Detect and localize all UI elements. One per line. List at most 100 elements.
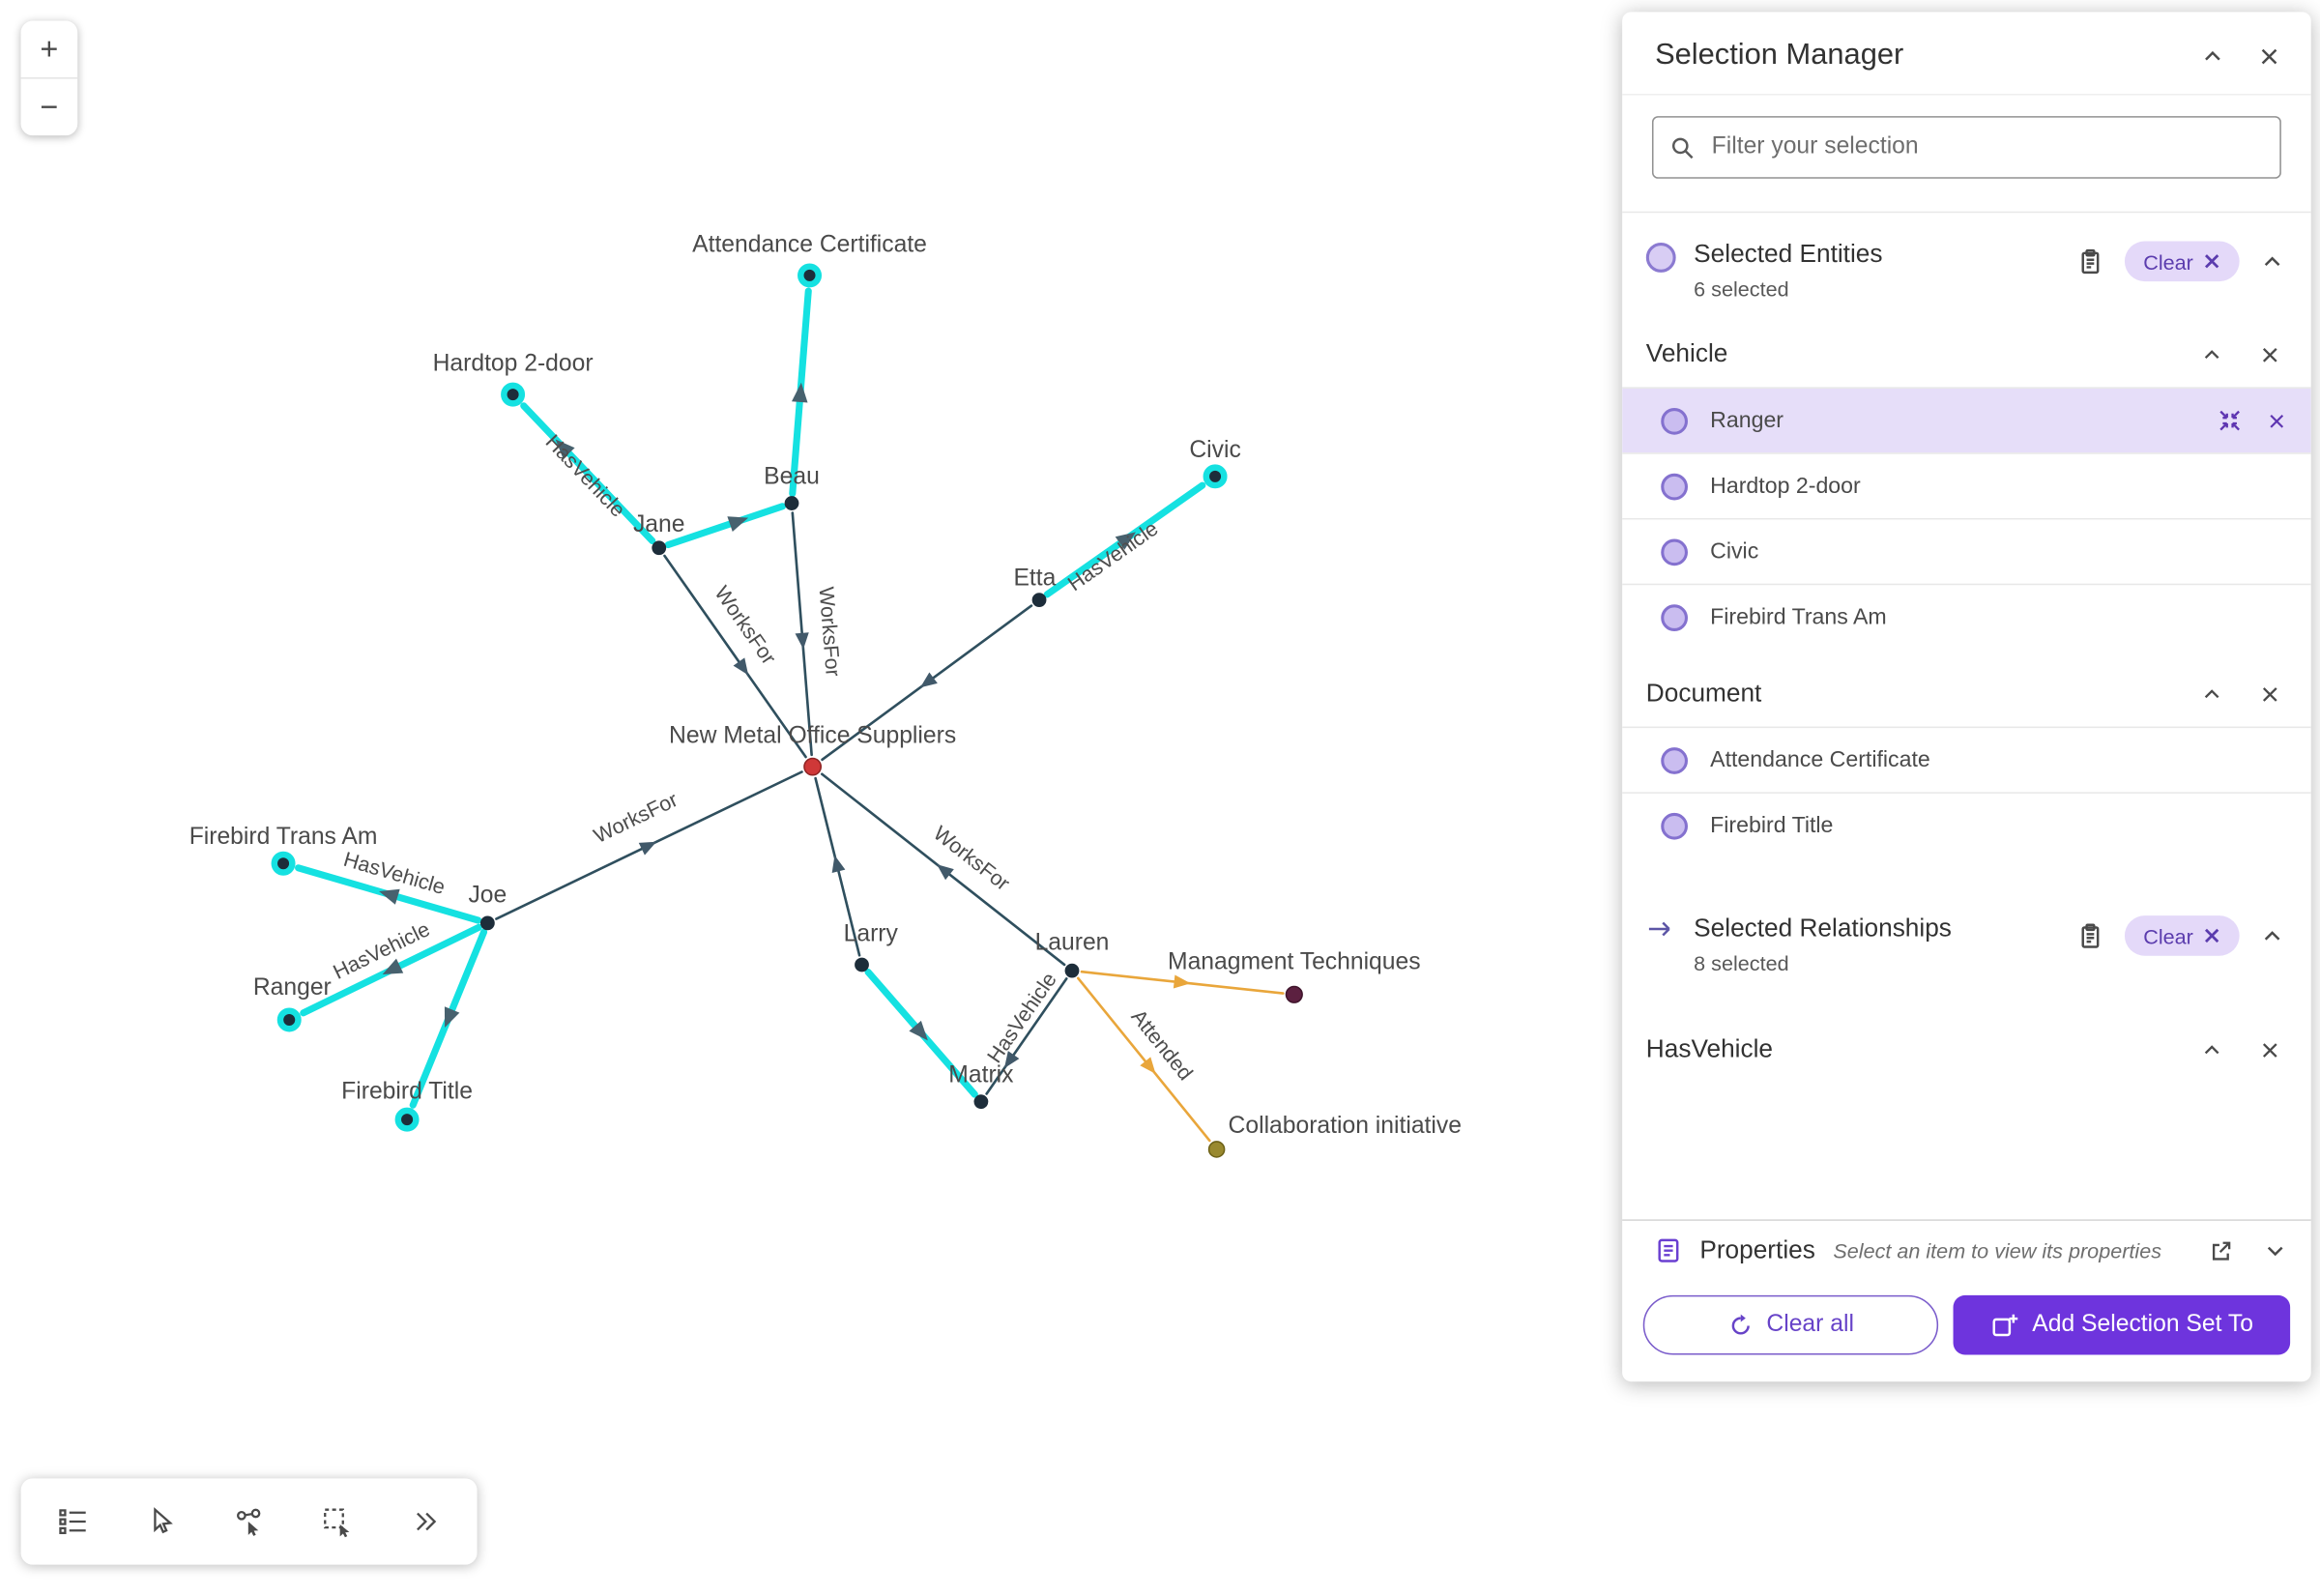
collapse-group-icon[interactable] xyxy=(2197,340,2225,368)
node-label-joe: Joe xyxy=(468,882,507,908)
node-label-etta: Etta xyxy=(1013,565,1056,591)
select-features-icon[interactable] xyxy=(219,1492,279,1552)
node-label-lauren: Lauren xyxy=(1035,930,1110,956)
group-header-document: Document xyxy=(1622,649,2311,726)
graph-edge-jane-hardtop[interactable] xyxy=(520,402,656,545)
zoom-out-button[interactable]: − xyxy=(20,78,78,136)
refresh-icon xyxy=(1731,1313,1750,1334)
edge-arrowhead xyxy=(444,1006,460,1028)
entity-label: Attendance Certificate xyxy=(1710,747,1930,773)
entity-row-hardtop[interactable]: Hardtop 2-door xyxy=(1622,452,2311,518)
graph-edge-lauren-matrix[interactable] xyxy=(985,977,1068,1095)
entity-row-civic[interactable]: Civic xyxy=(1622,517,2311,584)
panel-content: Selected Entities 6 selected Clear xyxy=(1622,213,2311,1219)
collapse-group-icon[interactable] xyxy=(2197,1035,2225,1063)
graph-node-etta[interactable] xyxy=(1031,593,1047,608)
close-panel-icon[interactable] xyxy=(2254,41,2284,71)
clear-label: Clear xyxy=(2143,248,2193,274)
graph-node-larry[interactable] xyxy=(855,957,869,972)
legend-list-icon[interactable] xyxy=(44,1492,103,1552)
entity-icon xyxy=(1661,537,1688,566)
node-label-larry: Larry xyxy=(844,920,899,946)
graph-edge-jane-beau[interactable] xyxy=(664,503,787,549)
clear-all-button[interactable]: Clear all xyxy=(1642,1294,1939,1355)
edge-arrowhead xyxy=(795,632,809,650)
close-icon xyxy=(2204,254,2219,269)
divider xyxy=(20,77,78,79)
section-title: Selected Entities xyxy=(1694,239,1883,269)
graph-edge-lauren-collab[interactable] xyxy=(1076,976,1211,1143)
edge-arrowhead xyxy=(379,888,400,905)
properties-title: Properties xyxy=(1699,1235,1815,1264)
graph-node-center[interactable] xyxy=(803,757,823,776)
zoom-controls: + − xyxy=(20,20,78,136)
remove-group-icon[interactable] xyxy=(2256,1035,2284,1063)
pointer-icon[interactable] xyxy=(131,1492,191,1552)
edge-arrowhead xyxy=(555,439,575,459)
graph-node-joe[interactable] xyxy=(479,915,495,931)
clear-all-label: Clear all xyxy=(1766,1311,1854,1338)
entity-label: Civic xyxy=(1710,538,1759,565)
expand-properties-icon[interactable] xyxy=(2260,1235,2290,1265)
entity-row-ranger[interactable]: Ranger xyxy=(1622,387,2311,453)
collapse-group-icon[interactable] xyxy=(2197,680,2225,708)
remove-group-icon[interactable] xyxy=(2256,680,2284,708)
panel-title: Selection Manager xyxy=(1655,39,1904,72)
graph-node-ranger[interactable] xyxy=(276,1007,302,1032)
graph-node-jane[interactable] xyxy=(652,540,667,556)
marquee-select-icon[interactable] xyxy=(306,1492,366,1552)
panel-header: Selection Manager xyxy=(1622,12,2311,96)
bottom-toolbar xyxy=(20,1478,478,1565)
node-label-hardtop: Hardtop 2-door xyxy=(433,351,594,377)
open-properties-icon[interactable] xyxy=(2205,1235,2236,1266)
edge-label: WorksFor xyxy=(815,586,846,678)
expand-icon[interactable] xyxy=(394,1492,454,1552)
filter-input[interactable] xyxy=(1708,132,2264,162)
graph-node-firebird_ta[interactable] xyxy=(271,851,296,876)
collapse-panel-icon[interactable] xyxy=(2197,41,2227,71)
entity-row-firebird-title[interactable]: Firebird Title xyxy=(1622,792,2311,857)
graph-node-collab[interactable] xyxy=(1207,1141,1226,1158)
clear-label: Clear xyxy=(2143,923,2193,948)
copy-selection-icon[interactable] xyxy=(2074,245,2106,277)
graph-node-lauren[interactable] xyxy=(1064,963,1080,978)
clear-entities-button[interactable]: Clear xyxy=(2124,241,2240,282)
graph-node-beau[interactable] xyxy=(784,496,799,510)
node-label-firebird_ta: Firebird Trans Am xyxy=(189,824,378,850)
panel-footer: Clear all Add Selection Set To xyxy=(1622,1280,2311,1381)
group-header-vehicle: Vehicle xyxy=(1622,309,2311,387)
graph-node-hardtop[interactable] xyxy=(501,382,526,407)
graph-node-attendance[interactable] xyxy=(798,263,823,288)
edge-arrowhead xyxy=(937,864,954,881)
node-label-jane: Jane xyxy=(633,511,685,537)
entity-row-firebird-trans-am[interactable]: Firebird Trans Am xyxy=(1622,583,2311,650)
copy-selection-icon[interactable] xyxy=(2074,919,2106,952)
graph-node-firebird_title[interactable] xyxy=(394,1107,420,1132)
zoom-in-button[interactable]: + xyxy=(20,20,78,78)
graph-edge-jane-center[interactable] xyxy=(663,554,807,759)
collapse-relationships-icon[interactable] xyxy=(2257,921,2287,951)
entity-circle-icon xyxy=(1645,243,1676,273)
node-label-ranger: Ranger xyxy=(253,974,332,1001)
collapse-entities-icon[interactable] xyxy=(2257,247,2287,276)
graph-node-matrix[interactable] xyxy=(973,1094,989,1110)
edge-arrowhead xyxy=(1140,1057,1156,1074)
entity-icon xyxy=(1661,746,1688,774)
graph-node-mgmt[interactable] xyxy=(1285,985,1303,1003)
entity-row-attendance-certificate[interactable]: Attendance Certificate xyxy=(1622,726,2311,793)
clear-relationships-button[interactable]: Clear xyxy=(2124,915,2240,956)
properties-bar[interactable]: Properties Select an item to view its pr… xyxy=(1622,1219,2311,1280)
edge-arrowhead xyxy=(909,1020,928,1041)
add-selection-set-button[interactable]: Add Selection Set To xyxy=(1953,1294,2291,1355)
node-label-firebird_title: Firebird Title xyxy=(341,1079,473,1105)
edge-arrowhead xyxy=(1173,974,1191,989)
zoom-to-entity-icon[interactable] xyxy=(2214,405,2245,436)
graph-node-civic[interactable] xyxy=(1203,464,1228,489)
remove-group-icon[interactable] xyxy=(2256,340,2284,368)
entity-icon xyxy=(1661,472,1688,500)
entity-icon xyxy=(1661,603,1688,631)
edge-label: HasVehicle xyxy=(1063,516,1163,595)
entity-icon xyxy=(1661,812,1688,839)
remove-entity-icon[interactable] xyxy=(2263,407,2290,434)
